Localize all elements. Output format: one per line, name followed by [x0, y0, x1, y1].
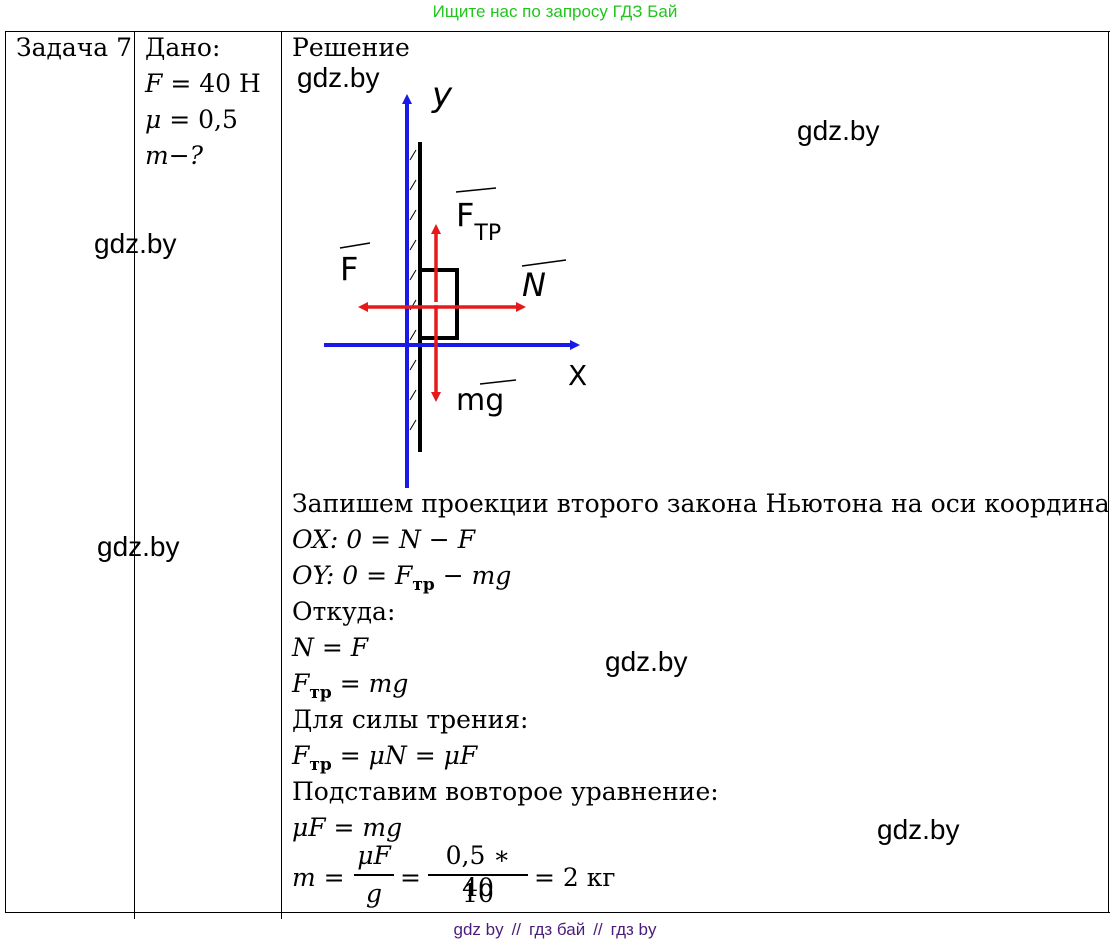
- friction-mu-equation: Fтр = μN = μF: [292, 738, 1092, 775]
- table-top-border: [5, 31, 1110, 32]
- ox-rest: : 0 = N − F: [329, 525, 476, 554]
- ftr2-symbol: F: [292, 741, 310, 770]
- mu-equation: μF = mg: [292, 813, 403, 842]
- given-heading: Дано:: [145, 33, 221, 62]
- solution-heading: Решение: [292, 33, 410, 62]
- oy-axis: OY: [292, 561, 326, 590]
- watermark: gdz.by: [97, 531, 180, 562]
- fraction2-bar: [428, 874, 528, 876]
- ftr1-symbol: F: [292, 669, 310, 698]
- normal-force-label: N: [522, 266, 546, 304]
- watermark: gdz.by: [797, 115, 880, 146]
- normal-vector-mark: [521, 259, 567, 267]
- table-col-divider-2: [281, 31, 282, 919]
- table-col-divider-1: [134, 31, 135, 919]
- footer-separator: //: [593, 920, 603, 939]
- gravity-vector-mark: [479, 379, 517, 385]
- friction-label: FTP: [456, 196, 501, 246]
- oy-sub: тр: [412, 575, 435, 595]
- friction-label-sub: TP: [473, 221, 501, 246]
- force-diagram: y X FTP F N mg: [324, 75, 587, 488]
- watermark: gdz.by: [605, 646, 688, 677]
- y-axis-label: y: [431, 75, 453, 115]
- applied-vector-mark: [339, 242, 371, 249]
- given-unknown: m−?: [145, 141, 204, 170]
- friction-vector-mark: [455, 187, 497, 193]
- friction-mg-equation: Fтр = mg: [292, 666, 1092, 703]
- mu-symbol: μ: [145, 105, 162, 134]
- mu-value: = 0,5: [169, 105, 238, 134]
- fraction1-bar: [354, 874, 394, 876]
- applied-force-label: F: [340, 250, 358, 288]
- fraction1-numerator: μF: [357, 841, 391, 870]
- mass-label: m =: [292, 863, 345, 892]
- watermark: gdz.by: [297, 62, 380, 93]
- footer-links: gdz by // гдз бай // гдз by: [0, 918, 1110, 942]
- watermark: gdz.by: [94, 228, 177, 259]
- watermark: gdz.by: [877, 814, 960, 845]
- table-right-border: [1108, 31, 1109, 913]
- friction-label-main: F: [456, 196, 474, 234]
- ox-axis: OX: [292, 525, 330, 554]
- force-value: = 40 Н: [170, 69, 261, 98]
- solution-text: Запишем проекции второго закона Ньютона …: [292, 486, 1110, 846]
- fraction2-numerator: 0,5 ∗ 40: [445, 841, 511, 902]
- block: [418, 268, 459, 340]
- footer-link-gdz-bai[interactable]: гдз бай: [529, 920, 586, 939]
- oy-rest-a: : 0 = F: [325, 561, 413, 590]
- ftr1-rest: = mg: [331, 669, 409, 698]
- fraction-mu-f-over-g: μF g: [354, 840, 394, 910]
- footer-separator: //: [511, 920, 522, 939]
- ftr1-sub: тр: [309, 683, 332, 703]
- given-block: Дано: F = 40 Н μ = 0,5 m−?: [145, 30, 261, 174]
- task-label: Задача 7: [16, 33, 133, 62]
- oy-rest-b: − mg: [434, 561, 512, 590]
- table-bottom-border: [5, 912, 1110, 913]
- given-mu: μ = 0,5: [145, 102, 261, 138]
- friction-label-text: Для силы трения:: [292, 705, 529, 734]
- ftr2-rest: = μN = μF: [331, 741, 478, 770]
- fraction-numeric: 0,5 ∗ 40 10: [428, 840, 528, 910]
- fraction1-denominator: g: [365, 879, 382, 908]
- x-axis-label: X: [568, 359, 587, 392]
- n-equation: N = F: [292, 633, 369, 662]
- substitute-label: Подставим вовторое уравнение:: [292, 777, 719, 806]
- equals-sign: =: [400, 863, 421, 892]
- search-hint: Ищите нас по запросу ГДЗ Бай: [432, 2, 678, 21]
- wall-hatching: [409, 149, 417, 431]
- footer-link-gdz-by[interactable]: gdz by: [453, 920, 504, 939]
- footer-link-gdz-by-ru[interactable]: гдз by: [610, 920, 657, 939]
- ox-equation: OX: 0 = N − F: [292, 522, 1092, 558]
- given-force: F = 40 Н: [145, 66, 261, 102]
- gravity-label: mg: [456, 383, 504, 418]
- table-left-border: [5, 31, 6, 913]
- solution-intro: Запишем проекции второго закона Ньютона …: [292, 489, 1110, 518]
- mass-result: = 2 кг: [534, 863, 616, 892]
- force-symbol: F: [145, 69, 163, 98]
- whence-label: Откуда:: [292, 597, 396, 626]
- ftr2-sub: тр: [309, 755, 332, 775]
- oy-equation: OY: 0 = Fтр − mg: [292, 558, 1092, 595]
- fraction2-denominator: 10: [462, 879, 494, 908]
